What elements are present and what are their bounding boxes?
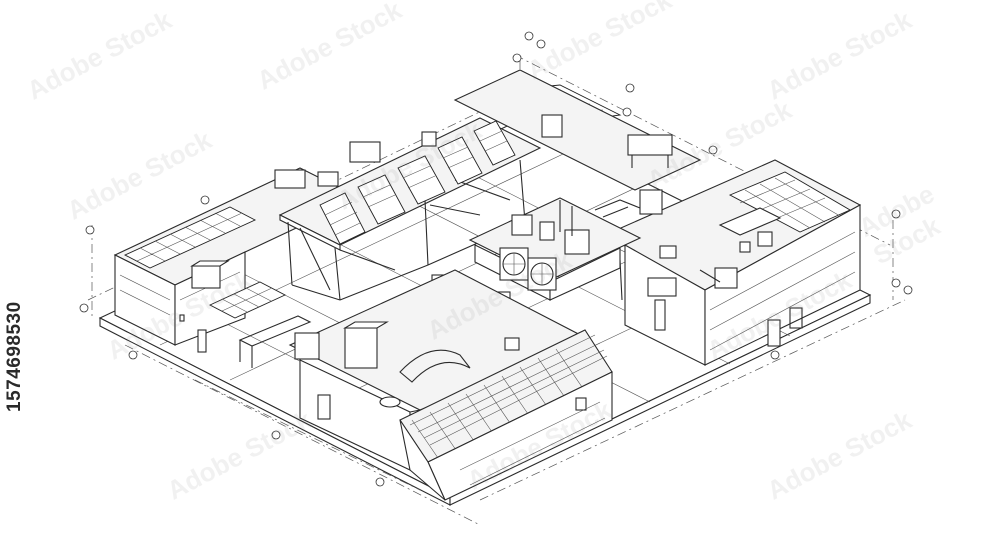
stock-id-label: 1574698530 <box>4 301 25 412</box>
solar-panel-row <box>319 120 516 245</box>
back-solar-array <box>453 69 702 191</box>
right-wing <box>603 159 862 366</box>
hvac-unit <box>499 247 557 291</box>
solar-frame <box>274 117 542 301</box>
front-pitched-wing <box>399 329 613 501</box>
left-wing <box>113 167 362 353</box>
front-building <box>238 269 592 471</box>
